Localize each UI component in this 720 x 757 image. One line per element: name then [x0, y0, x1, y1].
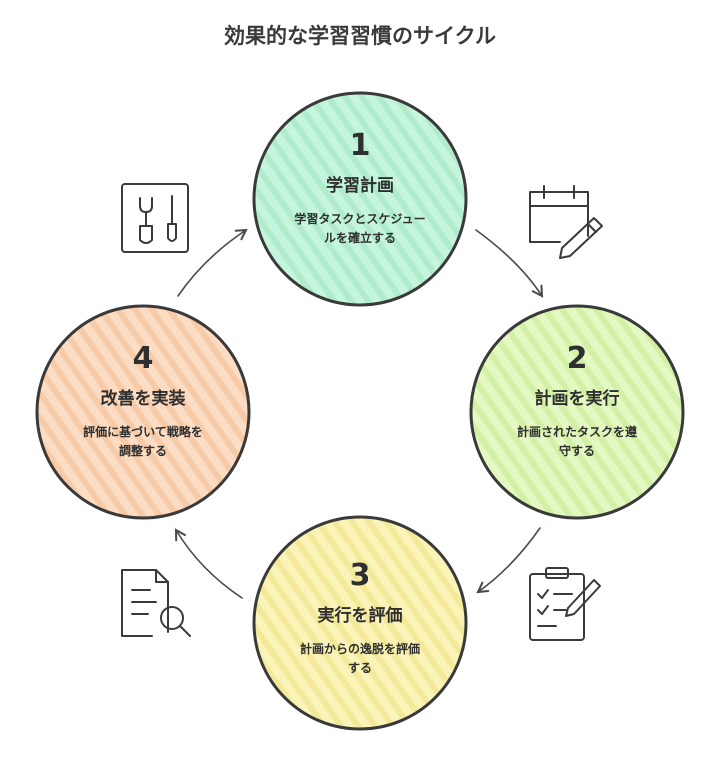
arrow-3-to-4	[174, 528, 243, 599]
document-search-icon	[121, 569, 191, 637]
node-3-heading: 実行を評価	[317, 606, 403, 626]
arrow-1-to-2	[475, 229, 544, 298]
node-4-description: 評価に基づいて戦略を 調整する	[53, 423, 233, 461]
node-4-desc-line2: 調整する	[118, 444, 167, 458]
node-2-number: 2	[566, 341, 588, 376]
node-3-desc-line2: する	[347, 661, 372, 675]
calendar-pencil-icon	[529, 185, 603, 259]
clipboard-checklist-icon	[529, 567, 601, 641]
node-1-description: 学習タスクとスケジュー ルを確立する	[270, 210, 450, 248]
node-2-heading: 計画を実行	[534, 389, 620, 409]
tools-icon	[121, 183, 189, 253]
node-2-desc-line2: 守する	[558, 444, 595, 458]
node-4-circle	[35, 304, 251, 520]
diagram-title: 効果的な学習習慣のサイクル	[224, 24, 496, 48]
node-3-number: 3	[349, 558, 371, 593]
arrow-4-to-1	[177, 228, 248, 297]
node-2-desc-line1: 計画されたタスクを遵	[516, 425, 637, 439]
node-1-desc-line1: 学習タスクとスケジュー	[294, 212, 426, 226]
node-1-heading: 学習計画	[326, 176, 394, 196]
node-4-number: 4	[132, 341, 154, 376]
node-3-circle	[252, 515, 468, 731]
node-3-desc-line1: 計画からの逸脱を評価	[299, 642, 420, 656]
node-4: 4 改善を実装 評価に基づいて戦略を 調整する	[53, 341, 233, 461]
node-4-heading: 改善を実装	[100, 389, 186, 409]
node-3: 3 実行を評価 計画からの逸脱を評価 する	[270, 558, 450, 678]
node-2-circle	[469, 304, 685, 520]
node-2: 2 計画を実行 計画されたタスクを遵 守する	[487, 341, 667, 461]
node-1: 1 学習計画 学習タスクとスケジュー ルを確立する	[270, 128, 450, 248]
arrow-2-to-3	[476, 527, 541, 594]
node-1-desc-line2: ルを確立する	[323, 231, 396, 245]
node-1-number: 1	[349, 128, 371, 163]
node-2-description: 計画されたタスクを遵 守する	[487, 423, 667, 461]
node-4-desc-line1: 評価に基づいて戦略を	[83, 425, 203, 439]
node-3-description: 計画からの逸脱を評価 する	[270, 640, 450, 678]
node-1-circle	[252, 91, 468, 307]
